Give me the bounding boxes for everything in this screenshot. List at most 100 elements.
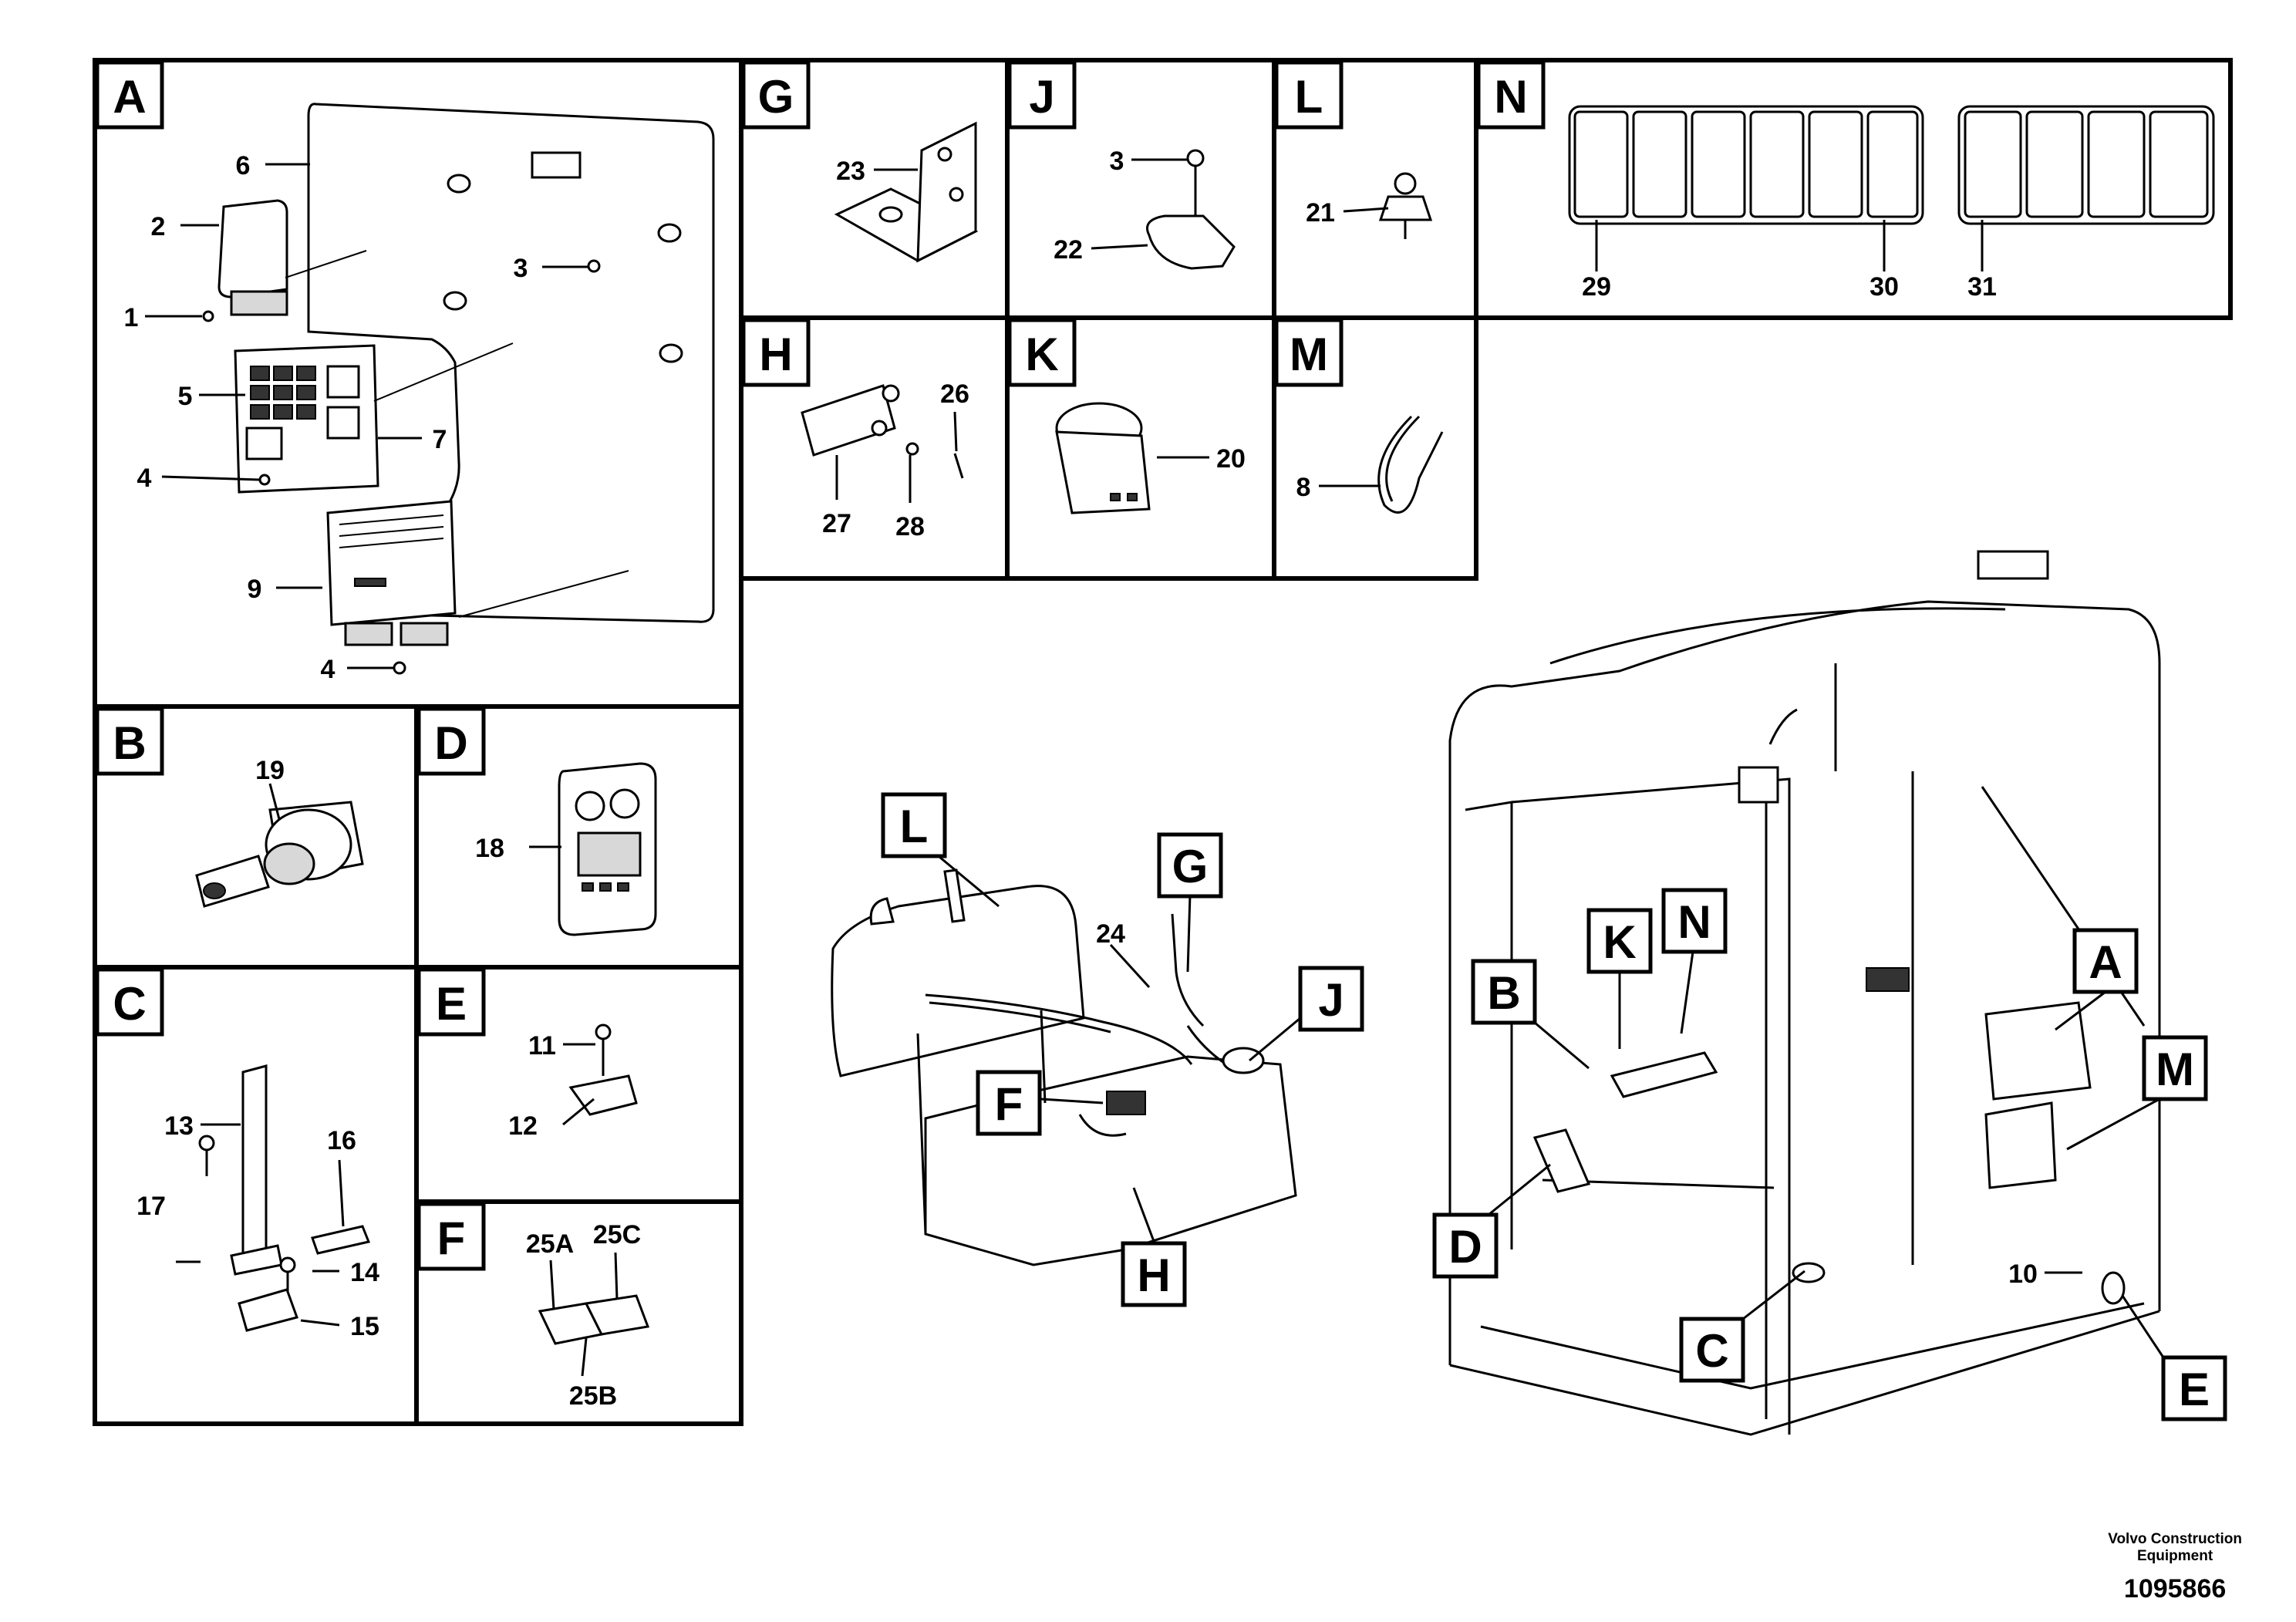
label-8: 8 [1296,473,1311,502]
label-21: 21 [1306,198,1335,228]
svg-text:J: J [1029,71,1054,123]
clip-drawing [568,1023,638,1116]
panel-l-title: L [1274,60,1344,130]
label-4b: 4 [321,655,335,684]
label-20: 20 [1216,444,1246,474]
panel-a-title: A [95,60,164,130]
cable-tie-8-drawing [1377,415,1444,514]
label-17: 17 [137,1192,166,1221]
cab-callout-d: D [1432,1212,1499,1279]
fuse-block [250,366,316,420]
footer: Volvo Construction Equipment 1095866 [2108,1531,2242,1604]
svg-text:L: L [900,801,929,852]
console-callout-h: H [1121,1241,1187,1307]
svg-text:B: B [113,717,146,769]
svg-text:E: E [2179,1364,2210,1415]
part-labels: 6 2 1 3 5 7 4 9 4 19 18 13 16 17 14 15 1… [124,147,2038,1411]
svg-text:N: N [1677,896,1711,948]
cab-callout-k: K [1586,908,1653,974]
label-25b: 25B [569,1381,617,1411]
svg-text:D: D [1448,1221,1482,1273]
panel-j-title: J [1007,60,1077,130]
console-assembly-drawing [831,868,1297,1266]
switch-panel-drawing [1568,105,2215,225]
cab-callout-b: B [1471,959,1537,1025]
panel-e-title: E [416,967,486,1037]
label-14: 14 [350,1258,379,1287]
cab-callout-c: C [1679,1317,1745,1383]
svg-text:N: N [1494,71,1527,123]
document-number: 1095866 [2123,1574,2227,1603]
console-callout-f: F [976,1070,1042,1136]
label-9: 9 [248,575,262,604]
display-monitor-drawing [558,762,657,936]
panel-k-title: K [1007,318,1077,387]
label-2: 2 [151,212,166,241]
svg-text:K: K [1025,329,1058,380]
cab-callout-e: E [2161,1355,2227,1421]
label-19: 19 [255,756,285,785]
label-10: 10 [2008,1259,2038,1289]
panel-m-title: M [1274,318,1344,387]
label-4: 4 [137,464,152,493]
label-13: 13 [164,1111,194,1141]
console-callout-g: G [1157,832,1223,899]
svg-text:A: A [113,71,146,123]
label-16: 16 [327,1126,356,1155]
company-name-line-1: Volvo Construction [2108,1531,2242,1547]
svg-text:K: K [1603,916,1636,968]
svg-text:B: B [1487,967,1520,1019]
label-30: 30 [1870,272,1899,302]
label-3: 3 [514,254,528,283]
switch-21-drawing [1378,172,1433,239]
svg-text:M: M [2156,1044,2194,1095]
label-26: 26 [940,379,969,409]
label-28: 28 [895,512,925,541]
label-22: 22 [1054,235,1083,265]
panel-f-title: F [416,1202,486,1271]
label-12: 12 [508,1111,538,1141]
svg-text:D: D [434,717,467,769]
label-6: 6 [236,151,251,180]
svg-text:H: H [759,329,792,380]
panel-d-title: D [416,706,486,776]
leader-lines [145,158,2165,1377]
svg-text:F: F [437,1212,466,1264]
label-15: 15 [350,1312,379,1341]
panel-frames [93,58,2233,1426]
svg-text:G: G [758,71,794,123]
svg-text:M: M [1290,329,1328,380]
svg-text:A: A [2089,936,2122,988]
panel-c-title: C [95,967,164,1037]
label-11: 11 [528,1031,556,1061]
panel-a-drawing [202,103,715,675]
label-5: 5 [178,382,193,411]
clip-22-drawing [1146,149,1236,270]
svg-text:L: L [1295,71,1323,123]
label-18: 18 [475,834,504,863]
sensor-27-drawing [801,384,964,479]
svg-text:H: H [1137,1249,1170,1301]
label-29: 29 [1582,272,1611,302]
panel-n-title: N [1476,60,1546,130]
svg-text:C: C [1695,1325,1728,1377]
label-25a: 25A [526,1229,574,1259]
panel-h-title: H [741,318,811,387]
label-31: 31 [1967,272,1997,302]
ignition-switch-drawing [195,801,364,908]
switch-20-drawing [1055,402,1151,514]
svg-text:F: F [995,1078,1023,1130]
label-24: 24 [1096,919,1125,949]
cab-callout-n: N [1661,888,1728,954]
label-3j: 3 [1110,147,1124,176]
panel-b-title: B [95,706,164,776]
bracket-23-drawing [834,121,979,263]
connector-drawing [538,1294,650,1345]
label-1: 1 [124,303,139,332]
cab-callout-m: M [2142,1035,2208,1101]
label-27: 27 [822,509,851,538]
label-23: 23 [836,157,865,186]
svg-text:G: G [1172,841,1209,892]
panel-g-title: G [741,60,811,130]
